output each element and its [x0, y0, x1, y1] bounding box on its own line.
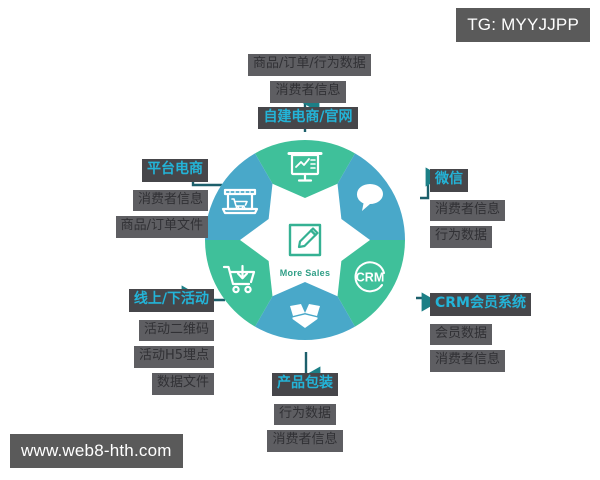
callout-platform-ecommerce: 平台电商 消费者信息 商品/订单文件: [78, 158, 208, 241]
laptop-shop-cart-icon: [221, 188, 259, 215]
speech-bubble-icon: [356, 184, 383, 211]
callout-self-built-ecommerce: 商品/订单/行为数据 消费者信息 自建电商/官网: [248, 46, 371, 130]
callout-line: 活动二维码: [138, 319, 214, 342]
callout-product-packaging: 产品包装 行为数据 消费者信息: [240, 372, 370, 455]
note-pencil-icon: [288, 223, 322, 257]
watermark-website: www.web8-hth.com: [10, 434, 183, 468]
callout-line: 活动H5埋点: [133, 346, 214, 369]
crm-circle-icon: CRM: [354, 261, 385, 293]
callout-body: 商品/订单/行为数据 消费者信息: [248, 52, 371, 106]
callout-title[interactable]: 产品包装: [272, 373, 338, 396]
callout-title[interactable]: 线上/下活动: [128, 289, 214, 312]
wheel-segment-self-built-ecommerce: [255, 140, 355, 198]
callout-body: 行为数据 消费者信息: [240, 402, 370, 456]
callout-title[interactable]: CRM会员系统: [430, 293, 531, 316]
callout-body: 消费者信息 行为数据: [430, 198, 570, 252]
callout-line: 会员数据: [430, 323, 493, 346]
callout-body: 会员数据 消费者信息: [430, 322, 580, 376]
callout-crm: CRM会员系统 会员数据 消费者信息: [430, 292, 580, 375]
callout-line: 消费者信息: [267, 430, 343, 453]
callout-online-offline-activity: 线上/下活动 活动二维码 活动H5埋点 数据文件: [84, 288, 214, 398]
callout-line: 消费者信息: [132, 189, 208, 212]
presentation-chart-icon: [287, 152, 323, 182]
process-wheel: CRM: [190, 120, 420, 360]
svg-text:CRM: CRM: [356, 271, 384, 285]
wheel-segment-crm: [337, 239, 405, 327]
wheel-segment-platform-ecommerce: [205, 153, 273, 241]
center-label: More Sales: [279, 268, 331, 278]
callout-wechat: 微信 消费者信息 行为数据: [430, 168, 570, 251]
callout-line: 行为数据: [273, 403, 336, 426]
callout-title[interactable]: 自建电商/官网: [258, 106, 358, 130]
callout-line: 数据文件: [151, 373, 214, 396]
callout-line: 行为数据: [430, 226, 493, 249]
callout-title[interactable]: 平台电商: [142, 159, 208, 182]
watermark-telegram: TG: MYYJJPP: [456, 8, 590, 42]
callout-line: 商品/订单文件: [115, 216, 208, 239]
callout-line: 消费者信息: [430, 199, 506, 222]
callout-title[interactable]: 微信: [430, 169, 468, 192]
shopping-cart-download-icon: [222, 264, 256, 294]
callout-body: 活动二维码 活动H5埋点 数据文件: [84, 318, 214, 399]
wheel-segment-product-packaging: [255, 282, 355, 340]
callout-line: 消费者信息: [430, 350, 506, 373]
callout-line: 商品/订单/行为数据: [248, 54, 371, 76]
open-box-icon: [290, 304, 320, 328]
callout-body: 消费者信息 商品/订单文件: [78, 188, 208, 242]
callout-line: 消费者信息: [270, 80, 346, 103]
